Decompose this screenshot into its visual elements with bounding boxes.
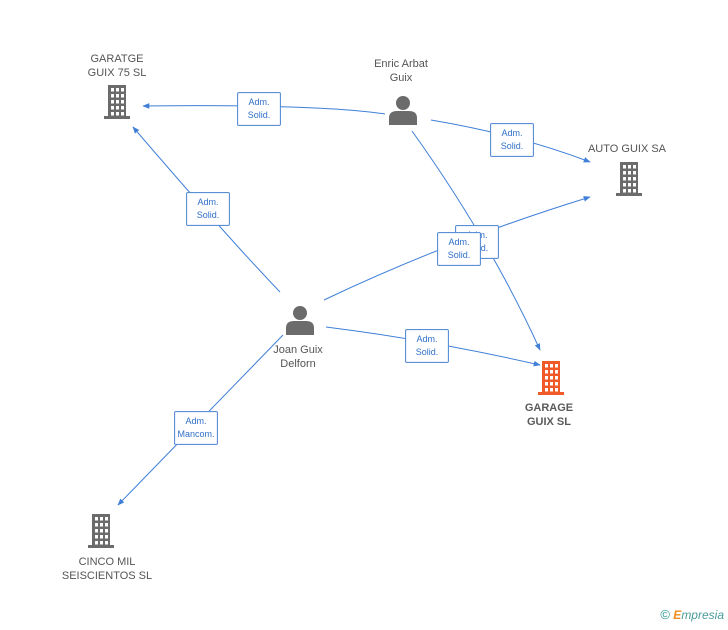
node-label-line: AUTO GUIX SA <box>587 143 667 155</box>
edge-label-line: Adm. <box>416 334 438 344</box>
person-icon[interactable] <box>286 306 314 335</box>
building-icon[interactable] <box>616 162 642 196</box>
edge-label-line: Solid. <box>196 210 220 220</box>
edge-label-line: Solid. <box>247 110 271 120</box>
edge-label-line: Solid. <box>500 141 524 151</box>
building-icon[interactable] <box>88 514 114 548</box>
node-label-line: GARATGE <box>90 53 144 65</box>
person-icon[interactable] <box>389 96 417 125</box>
node-label-garage-guix[interactable]: GARAGE GUIX SL <box>489 401 609 429</box>
edge-label-joan-guix-to-garatge-guix-75[interactable]: Adm. Solid. <box>186 192 230 226</box>
edge-enric-arbat-to-garatge-guix-75 <box>142 103 386 115</box>
edge-label-joan-guix-to-cinco-mil[interactable]: Adm. Mancom. <box>174 411 218 445</box>
node-label-line: GUIX SL <box>526 416 571 428</box>
edge-label-line: Adm. <box>448 237 470 247</box>
node-label-cinco-mil[interactable]: CINCO MIL SEISCIENTOS SL <box>47 555 167 583</box>
copyright-symbol: © <box>660 607 670 622</box>
edge-label-line: Adm. <box>501 128 523 138</box>
brand-initial: E <box>673 608 682 622</box>
node-label-auto-guix[interactable]: AUTO GUIX SA <box>567 142 687 156</box>
edge-label-joan-guix-to-auto-guix[interactable]: Adm. Solid. <box>437 232 481 266</box>
node-label-line: SEISCIENTOS SL <box>61 570 153 582</box>
node-label-line: CINCO MIL <box>78 556 136 568</box>
edge-label-enric-arbat-to-garatge-guix-75[interactable]: Adm. Solid. <box>237 92 281 126</box>
edge-label-joan-guix-to-garage-guix[interactable]: Adm. Solid. <box>405 329 449 363</box>
node-label-line: Guix <box>389 72 413 84</box>
node-label-line: Joan Guix <box>273 344 323 356</box>
edge-label-line: Mancom. <box>177 429 215 439</box>
node-label-line: GARAGE <box>524 402 574 414</box>
edge-label-line: Solid. <box>447 250 471 260</box>
edge-label-line: Adm. <box>248 97 270 107</box>
empresia-logo[interactable]: © Empresia <box>660 607 724 622</box>
edge-label-line: Adm. <box>185 416 207 426</box>
edge-label-enric-arbat-to-auto-guix[interactable]: Adm. Solid. <box>490 123 534 157</box>
node-label-line: Enric Arbat <box>374 58 428 70</box>
node-label-garatge-guix-75[interactable]: GARATGE GUIX 75 SL <box>57 52 177 80</box>
building-icon[interactable] <box>538 361 564 395</box>
edge-label-line: Adm. <box>197 197 219 207</box>
brand-rest: mpresia <box>681 608 724 622</box>
building-icon[interactable] <box>104 85 130 119</box>
node-label-line: GUIX 75 SL <box>87 67 147 79</box>
node-label-line: Delforn <box>280 358 316 370</box>
edge-label-line: Solid. <box>415 347 439 357</box>
